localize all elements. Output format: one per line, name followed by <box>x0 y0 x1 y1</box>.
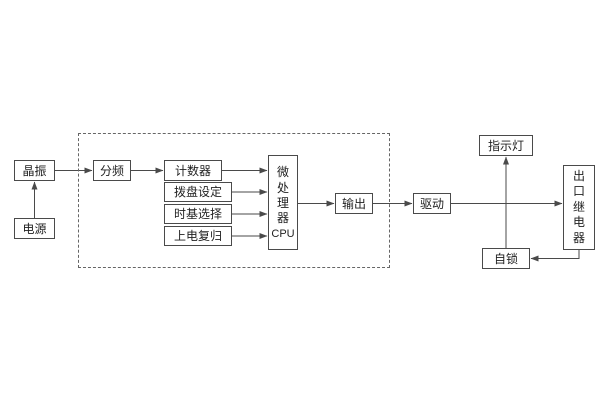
indicator-light-box: 指示灯 <box>479 135 533 156</box>
drive-box: 驱动 <box>413 193 451 214</box>
timebase-select-box: 时基选择 <box>164 204 232 224</box>
divider-box: 分频 <box>93 160 131 181</box>
mpu-label: 微处理器 <box>276 165 289 226</box>
outlet-relay-box: 出口继电器 <box>563 165 595 250</box>
self-lock-box: 自锁 <box>482 248 530 269</box>
mpu-box: 微处理器 CPU <box>268 155 298 250</box>
arrow-relay-to-selflock <box>530 250 580 262</box>
crystal-box: 晶振 <box>14 160 55 181</box>
outlet-relay-label: 出口继电器 <box>572 169 585 245</box>
mpu-cpu-label: CPU <box>271 227 295 240</box>
power-box: 电源 <box>14 218 55 239</box>
dial-setting-box: 拨盘设定 <box>164 182 232 202</box>
power-on-reset-box: 上电复归 <box>164 226 232 246</box>
output-box: 输出 <box>335 193 373 214</box>
dashed-group-frame <box>78 133 390 268</box>
counter-box: 计数器 <box>164 160 222 181</box>
